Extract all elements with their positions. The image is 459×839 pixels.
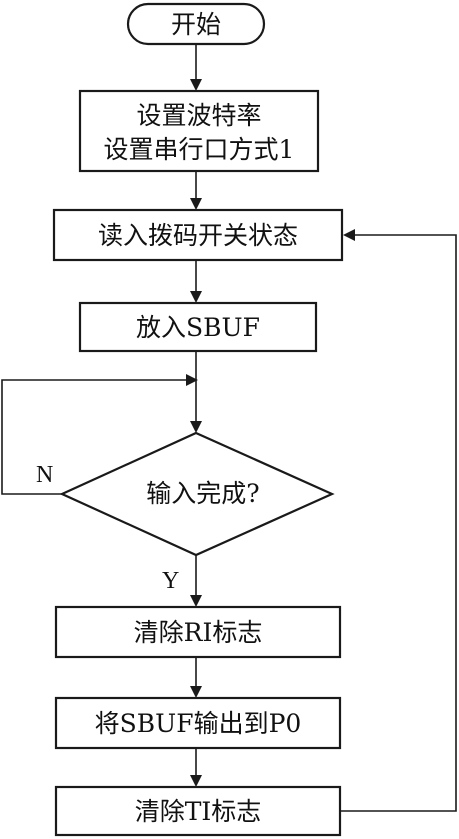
arrow-no-loop	[186, 374, 198, 386]
arrow-to-read	[190, 198, 202, 210]
start-label: 开始	[171, 10, 221, 39]
arrow-to-decision	[190, 421, 202, 433]
decision-label: 输入完成?	[146, 479, 259, 508]
clear-ti-label: 清除TI标志	[135, 797, 262, 826]
clear-ri-box	[54, 605, 342, 659]
output-p0-box	[54, 696, 342, 750]
arrow-to-output	[190, 686, 202, 698]
setup-label-line1: 设置波特率	[136, 101, 261, 130]
setup-box	[78, 89, 320, 173]
read-switch-box	[52, 208, 344, 262]
arrow-loop-back	[343, 229, 355, 241]
arrow-to-clear-ri	[190, 595, 202, 607]
arrow-to-setup	[190, 79, 202, 91]
yes-label: Y	[162, 568, 179, 594]
read-switch-label: 读入拨码开关状态	[98, 221, 298, 250]
put-sbuf-box	[78, 301, 318, 353]
no-loop-line	[1, 379, 186, 495]
put-sbuf-label: 放入SBUF	[136, 313, 260, 342]
clear-ri-label: 清除RI标志	[134, 618, 263, 647]
no-label: N	[36, 462, 53, 488]
arrow-to-put	[190, 291, 202, 303]
setup-label-line2: 设置串行口方式1	[104, 135, 295, 164]
loop-back-line	[340, 234, 457, 812]
output-p0-label: 将SBUF输出到P0	[95, 709, 302, 738]
arrow-to-clear-ti	[190, 775, 202, 787]
clear-ti-box	[54, 785, 342, 837]
